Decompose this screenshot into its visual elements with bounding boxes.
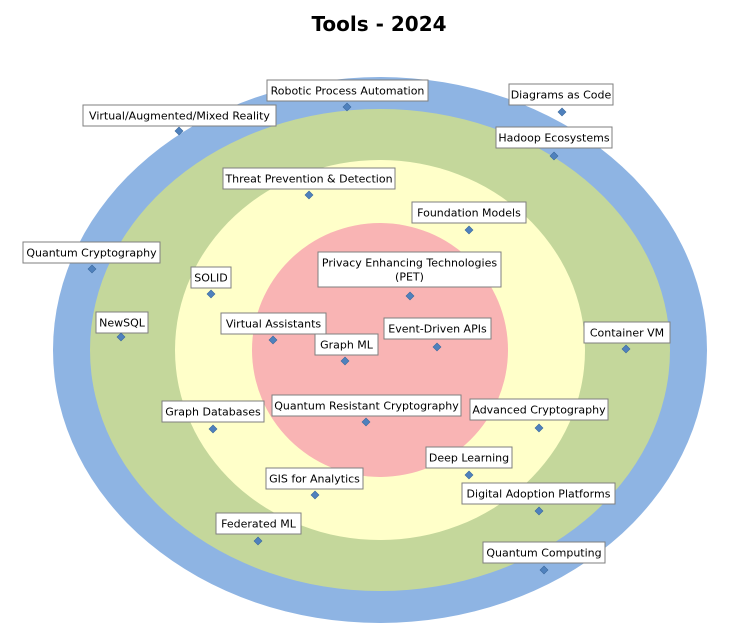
data-point-marker <box>253 536 263 546</box>
technology-point: Quantum Cryptography <box>22 241 161 274</box>
rings <box>53 77 707 623</box>
technology-point: Deep Learning <box>425 446 513 480</box>
data-point-marker <box>534 506 544 516</box>
data-point-marker <box>534 423 544 433</box>
data-point-marker <box>310 490 320 500</box>
data-point-marker <box>342 102 352 112</box>
data-point-marker <box>405 291 415 301</box>
data-label: Robotic Process Automation <box>271 85 425 98</box>
technology-point: Event-Driven APIs <box>383 317 492 352</box>
data-label-box <box>317 251 502 288</box>
data-label: Virtual Assistants <box>226 318 322 331</box>
technology-point: Threat Prevention & Detection <box>222 167 396 200</box>
data-label: Container VM <box>590 327 664 340</box>
data-label-box <box>161 400 265 423</box>
data-point-marker <box>174 126 184 136</box>
data-point-marker <box>361 417 371 427</box>
data-label-box <box>411 201 527 224</box>
data-label: Diagrams as Code <box>511 89 612 102</box>
data-label: Hadoop Ecosystems <box>498 132 609 145</box>
technology-point: Graph Databases <box>161 400 265 434</box>
technology-point: Digital Adoption Platforms <box>461 482 616 516</box>
data-label-box <box>266 79 429 102</box>
data-label: (PET) <box>395 271 424 284</box>
data-label-box <box>215 512 302 535</box>
technology-point: Virtual/Augmented/Mixed Reality <box>82 104 277 136</box>
data-label: Foundation Models <box>417 207 521 220</box>
data-label-box <box>482 541 606 564</box>
data-label-box <box>190 266 232 289</box>
data-point-marker <box>557 107 567 117</box>
data-label-box <box>220 312 327 335</box>
data-label-box <box>82 104 277 127</box>
data-point-marker <box>116 332 126 342</box>
data-label: Event-Driven APIs <box>388 323 487 336</box>
data-label-box <box>461 482 616 505</box>
data-point-marker <box>549 151 559 161</box>
technology-point: Advanced Cryptography <box>469 398 609 433</box>
data-label: Quantum Cryptography <box>26 247 157 260</box>
data-label: Federated ML <box>221 518 297 531</box>
data-label: NewSQL <box>99 317 146 330</box>
data-label: Graph ML <box>320 339 374 352</box>
data-label: Deep Learning <box>429 452 509 465</box>
data-point-marker <box>432 342 442 352</box>
data-point-marker <box>304 190 314 200</box>
data-label: Privacy Enhancing Technologies <box>322 257 497 270</box>
technology-point: Hadoop Ecosystems <box>495 126 613 161</box>
data-label-box <box>314 333 379 356</box>
data-label-box <box>425 446 513 469</box>
data-label: Graph Databases <box>165 406 261 419</box>
data-point-marker <box>208 424 218 434</box>
data-label: GIS for Analytics <box>269 473 360 486</box>
data-point-marker <box>621 344 631 354</box>
data-label: SOLID <box>194 272 227 285</box>
technology-point: Privacy Enhancing Technologies(PET) <box>317 251 502 301</box>
data-label: Quantum Computing <box>486 547 601 560</box>
technology-point: Robotic Process Automation <box>266 79 429 112</box>
data-label: Quantum Resistant Cryptography <box>274 400 459 413</box>
technology-point: NewSQL <box>95 311 149 342</box>
data-label: Advanced Cryptography <box>472 404 606 417</box>
technology-point: GIS for Analytics <box>265 467 364 500</box>
data-label-box <box>383 317 492 340</box>
points: Robotic Process Automation Diagrams as Co… <box>22 79 671 575</box>
data-label: Digital Adoption Platforms <box>467 488 611 501</box>
data-label-box <box>495 126 613 149</box>
chart-title: Tools - 2024 <box>311 12 446 36</box>
technology-point: Federated ML <box>215 512 302 546</box>
data-point-marker <box>206 289 216 299</box>
data-point-marker <box>340 356 350 366</box>
technology-point: Diagrams as Code <box>508 83 614 117</box>
data-point-marker <box>464 225 474 235</box>
technology-point: SOLID <box>190 266 232 299</box>
data-label-box <box>271 394 462 417</box>
data-label-box <box>508 83 614 106</box>
data-point-marker <box>464 470 474 480</box>
data-label-box <box>22 241 161 264</box>
data-label-box <box>265 467 364 490</box>
technology-point: Quantum Resistant Cryptography <box>271 394 462 427</box>
data-label-box <box>95 311 149 334</box>
data-label-box <box>583 321 671 344</box>
data-label: Threat Prevention & Detection <box>224 173 392 186</box>
technology-point: Container VM <box>583 321 671 354</box>
data-point-marker <box>87 264 97 274</box>
technology-point: Quantum Computing <box>482 541 606 575</box>
data-point-marker <box>539 565 549 575</box>
data-label-box <box>469 398 609 421</box>
data-label-box <box>222 167 396 190</box>
technology-point: Foundation Models <box>411 201 527 235</box>
technology-point: Virtual Assistants <box>220 312 327 345</box>
data-label: Virtual/Augmented/Mixed Reality <box>89 110 270 123</box>
technology-point: Graph ML <box>314 333 379 366</box>
data-point-marker <box>268 335 278 345</box>
